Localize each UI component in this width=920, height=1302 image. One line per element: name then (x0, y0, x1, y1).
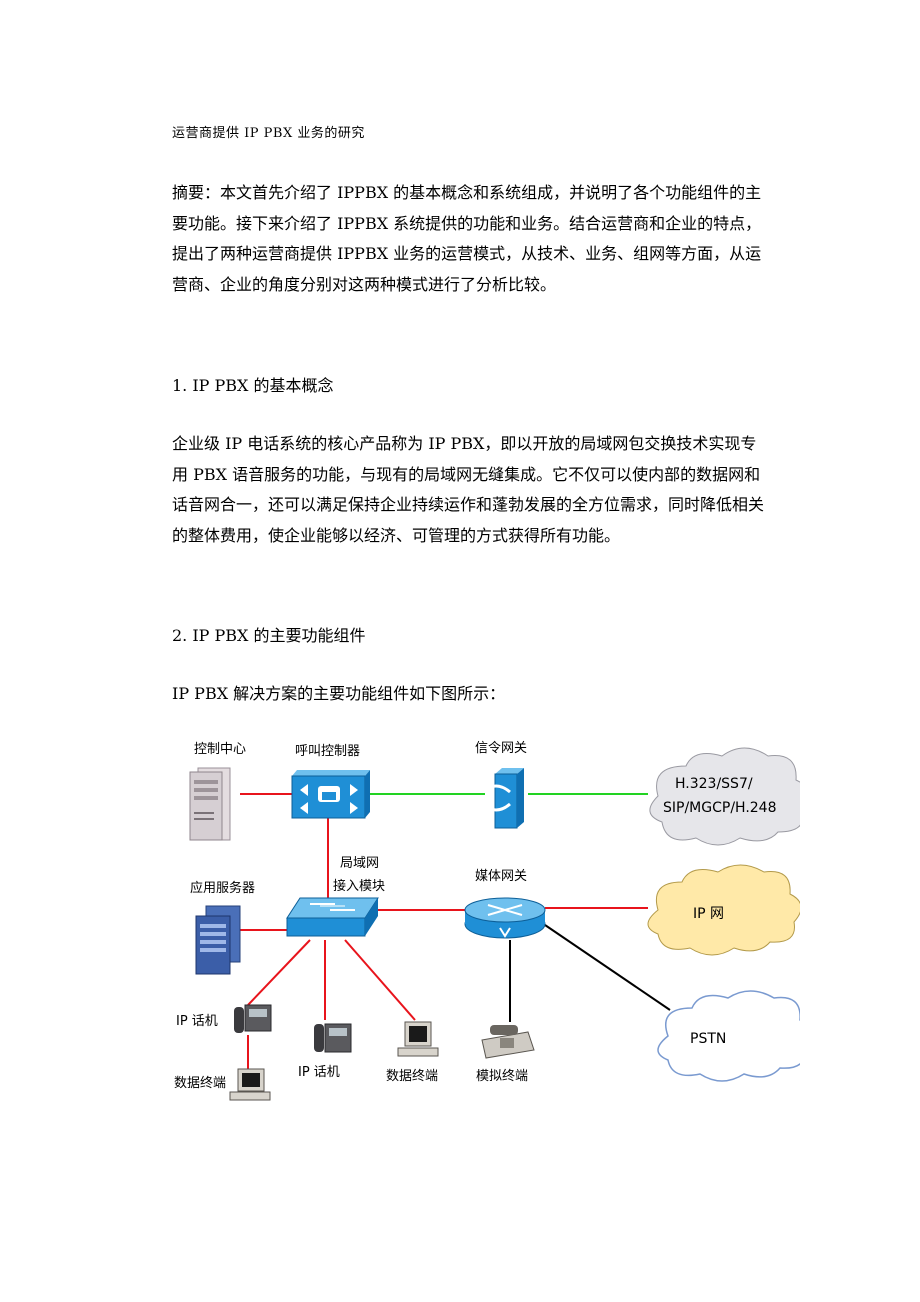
computer-icon (229, 1068, 271, 1101)
link-switch-to-phone1 (247, 939, 311, 1006)
label-ip-phone-2: IP 话机 (298, 1065, 340, 1080)
section-1-body: 企业级 IP 电话系统的核心产品称为 IP PBX，即以开放的局域网包交换技术实… (172, 434, 765, 545)
section-1-heading: 1. IP PBX 的基本概念 (172, 376, 334, 395)
computer-icon (397, 1021, 439, 1057)
link-switch-to-pc2 (344, 939, 416, 1021)
analog-phone-icon (481, 1025, 535, 1059)
router-icon (464, 897, 546, 939)
doc-title: 运营商提供 IP PBX 业务的研究 (172, 126, 365, 141)
server-icon (189, 767, 231, 841)
label-call-controller: 呼叫控制器 (295, 744, 360, 759)
links (240, 793, 671, 1070)
cloud-signaling-line1: H.323/SS7/ (675, 776, 753, 792)
ip-phone-icon (234, 1004, 272, 1033)
cloud-icon (649, 747, 800, 846)
label-ip-phone-1: IP 话机 (176, 1014, 218, 1029)
cloud-icon (647, 864, 800, 956)
label-app-server: 应用服务器 (190, 880, 255, 896)
label-signaling-gateway: 信令网关 (475, 741, 527, 756)
label-lan-line1: 局域网 (340, 856, 379, 871)
cloud-icon (657, 990, 800, 1082)
cloud-ip-network: IP 网 (693, 906, 724, 922)
label-lan-line2: 接入模块 (333, 878, 385, 894)
network-diagram: 控制中心 呼叫控制器 信令网关 H.323/SS7/ SIP/MGCP/H.24… (174, 741, 800, 1101)
label-data-terminal-2: 数据终端 (386, 1068, 438, 1084)
section-2-heading: 2. IP PBX 的主要功能组件 (172, 626, 366, 645)
call-controller-icon (291, 770, 370, 819)
label-analog-terminal: 模拟终端 (476, 1068, 528, 1084)
section-2-intro: IP PBX 解决方案的主要功能组件如下图所示： (172, 684, 506, 703)
label-data-terminal-1: 数据终端 (174, 1075, 226, 1091)
abstract-paragraph: 摘要：本文首先介绍了 IPPBX 的基本概念和系统组成，并说明了各个功能组件的主… (172, 183, 762, 294)
cloud-pstn: PSTN (690, 1031, 726, 1047)
signaling-gateway-icon (481, 768, 524, 829)
switch-icon (286, 897, 379, 937)
ip-phone-icon (314, 1023, 352, 1053)
label-control-center: 控制中心 (194, 742, 246, 757)
app-server-icon (195, 905, 241, 975)
link-router-to-pstn (544, 924, 671, 1011)
label-media-gateway: 媒体网关 (475, 869, 527, 884)
cloud-signaling-line2: SIP/MGCP/H.248 (663, 800, 777, 816)
